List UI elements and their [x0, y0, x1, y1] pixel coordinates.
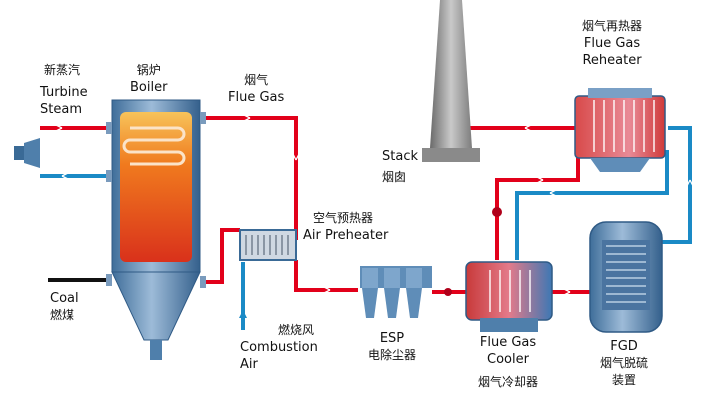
flue-gas-cooler: [465, 261, 553, 332]
stack: [422, 0, 480, 162]
boiler-coil-icon: [122, 126, 186, 166]
combustion-air-label: 燃烧风 Combustion Air: [240, 323, 318, 372]
valve-icon: [444, 288, 452, 296]
air-arrow-icon: [239, 310, 247, 318]
boiler-label: 锅炉 Boiler: [130, 63, 168, 95]
flue-gas-reheater: [574, 88, 666, 172]
cold-water-loop-pipe: [515, 150, 669, 260]
flue-gas-reheater-label: 烟气再热器 Flue Gas Reheater: [582, 19, 643, 68]
preheater-to-esp-pipe: [294, 260, 358, 292]
stack-label: Stack 烟囱: [382, 149, 418, 184]
fgd: [589, 221, 663, 333]
turbine-icon: [14, 138, 40, 168]
boiler-flue-gas-pipe: [205, 116, 298, 240]
coal-label: Coal 燃煤: [50, 291, 79, 322]
pipes: [40, 114, 694, 330]
hot-water-loop-pipe: [495, 150, 580, 260]
flue-gas-cooler-label: Flue Gas Cooler 烟气冷却器: [478, 335, 539, 389]
air-preheater: [239, 229, 297, 261]
pump-icon: [492, 207, 502, 217]
flue-gas-label: 烟气 Flue Gas: [228, 73, 285, 105]
air-preheater-label: 空气预热器 Air Preheater: [303, 211, 389, 243]
fgd-to-reheater-pipe: [662, 126, 692, 244]
fgd-label: FGD 烟气脱硫 装置: [600, 339, 649, 387]
hot-air-pipe: [205, 228, 240, 284]
turbine-steam-label: 新蒸汽 Turbine Steam: [40, 63, 88, 117]
esp-label: ESP 电除尘器: [368, 331, 417, 362]
esp: [360, 266, 432, 318]
boiler: [106, 99, 206, 360]
